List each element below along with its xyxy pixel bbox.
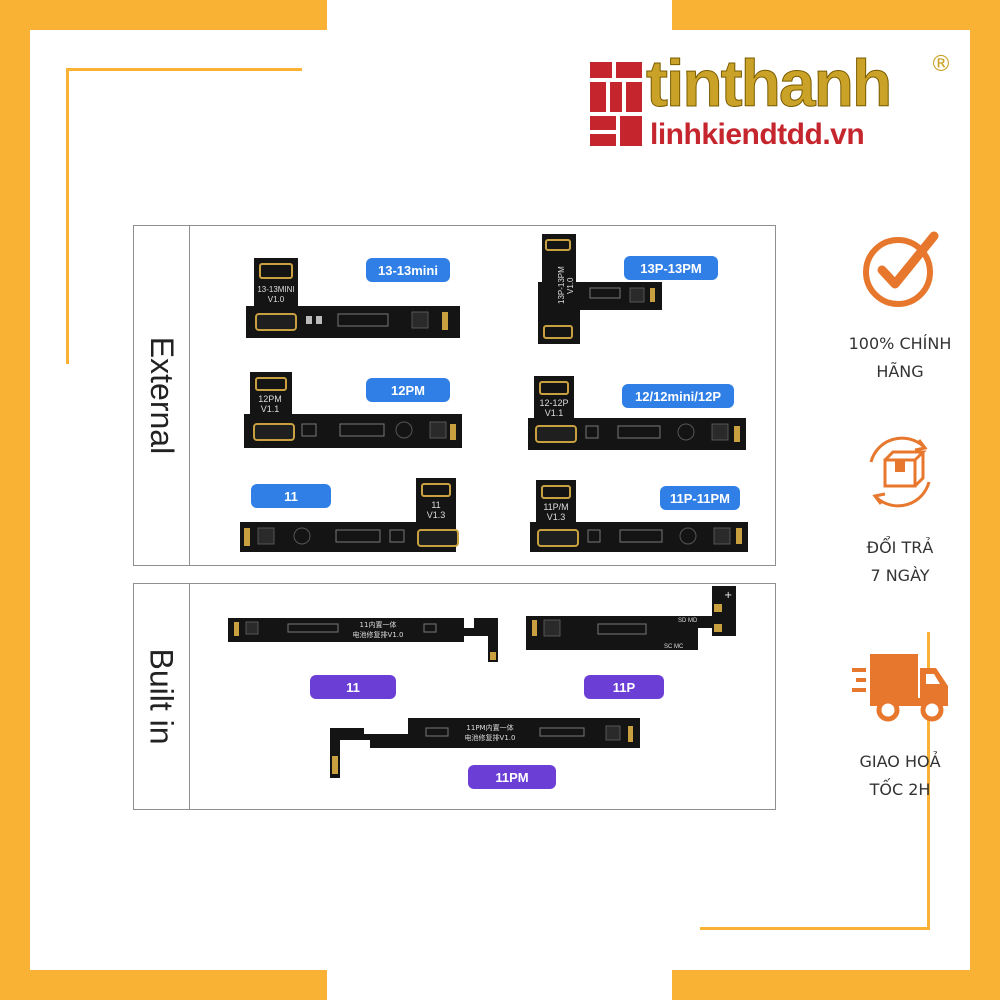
box-return-icon xyxy=(869,436,931,508)
external-label: External xyxy=(134,226,190,565)
pcb-silk-top: 11 xyxy=(431,500,440,510)
pcb-silk-top: 13P-13PM xyxy=(557,266,566,304)
pcb-built-in-11p: + SD MD SC MC xyxy=(526,586,744,652)
pcb-silk-bottom: V1.1 xyxy=(261,404,280,414)
tag-built-in-11: 11 xyxy=(310,675,396,699)
external-panel: External 13-13MINI V1.0 13-13mini 13P-13… xyxy=(133,225,776,566)
pcb-silk-top: 12-12P xyxy=(539,398,568,408)
tag-13p-13pm: 13P-13PM xyxy=(624,256,718,280)
pcb-silk-bottom: V1.0 xyxy=(268,295,285,304)
frame-right xyxy=(970,0,1000,1000)
pcb-board-11p-11pm: 11P/M V1.3 xyxy=(530,480,748,552)
feature-authentic: 100% CHÍNH HÃNG xyxy=(800,230,1000,386)
feature-return-text: ĐỔI TRẢ 7 NGÀY xyxy=(866,538,934,585)
pcb-built-in-11pm: 11PM内置一体 电池修复排V1.0 xyxy=(330,718,640,778)
tag-13-13mini: 13-13mini xyxy=(366,258,450,282)
frame-left xyxy=(0,0,30,1000)
pcb-silk-top: SD MD xyxy=(678,618,698,624)
built-in-panel: Built in 11内置一体 电池修复排V1.0 11 + SD MD SC … xyxy=(133,583,776,810)
pcb-board-13-13mini: 13-13MINI V1.0 xyxy=(246,258,460,338)
feature-delivery-text: GIAO HOẢ TỐC 2H xyxy=(859,752,941,799)
brand-website: linhkiendtdd.vn xyxy=(650,118,865,151)
tag-12-12mini-12p: 12/12mini/12P xyxy=(622,384,734,408)
frame-bottom-right xyxy=(672,970,1000,1000)
brand-logo: tinthanh ® linhkiendtdd.vn xyxy=(588,50,952,158)
frame-top-left xyxy=(0,0,327,30)
inner-line-right xyxy=(927,632,930,930)
pcb-silk-bottom: V1.0 xyxy=(566,277,575,294)
pcb-silk-bottom: V1.3 xyxy=(427,510,446,520)
tag-11: 11 xyxy=(251,484,331,508)
brand-name: tinthanh xyxy=(645,46,892,120)
pcb-silk-top: 11P/M xyxy=(543,502,568,512)
tag-12pm: 12PM xyxy=(366,378,450,402)
tag-11p-11pm: 11P-11PM xyxy=(660,486,740,510)
pcb-board-13p-13pm: 13P-13PM V1.0 xyxy=(536,234,666,344)
brand-mark-icon xyxy=(590,62,642,146)
pcb-board-12pm: 12PM V1.1 xyxy=(244,372,462,448)
tag-built-in-11pm: 11PM xyxy=(468,765,556,789)
pcb-silk-bottom: V1.3 xyxy=(547,512,566,522)
feature-delivery: GIAO HOẢ TỐC 2H xyxy=(800,650,1000,804)
pcb-silk-top: 13-13MINI xyxy=(257,285,294,294)
pcb-silk-top: 11内置一体 xyxy=(360,620,397,629)
pcb-silk-bottom: 电池修复排V1.0 xyxy=(465,733,516,742)
delivery-truck-icon xyxy=(852,654,948,722)
plus-icon: + xyxy=(724,590,732,601)
built-in-label: Built in xyxy=(134,584,190,809)
tag-built-in-11p: 11P xyxy=(584,675,664,699)
inner-line-bottom xyxy=(700,927,930,930)
feature-authentic-text: 100% CHÍNH HÃNG xyxy=(848,334,952,381)
pcb-silk-bottom: 电池修复排V1.0 xyxy=(353,630,404,639)
frame-bottom-left xyxy=(0,970,327,1000)
pcb-silk-bottom: SC MC xyxy=(664,644,684,650)
inner-line-top xyxy=(66,68,302,71)
pcb-board-11: 11 V1.3 xyxy=(240,478,462,552)
checkmark-circle-icon xyxy=(863,231,939,307)
feature-return: ĐỔI TRẢ 7 NGÀY xyxy=(800,432,1000,590)
pcb-board-12-12p: 12-12P V1.1 xyxy=(528,376,746,450)
pcb-silk-top: 11PM内置一体 xyxy=(466,723,513,732)
pcb-silk-bottom: V1.1 xyxy=(545,408,564,418)
frame-top-right xyxy=(672,0,1000,30)
registered-mark: ® xyxy=(930,52,952,77)
inner-line-left xyxy=(66,68,69,364)
pcb-built-in-11: 11内置一体 电池修复排V1.0 xyxy=(228,614,502,662)
pcb-silk-top: 12PM xyxy=(258,394,282,404)
